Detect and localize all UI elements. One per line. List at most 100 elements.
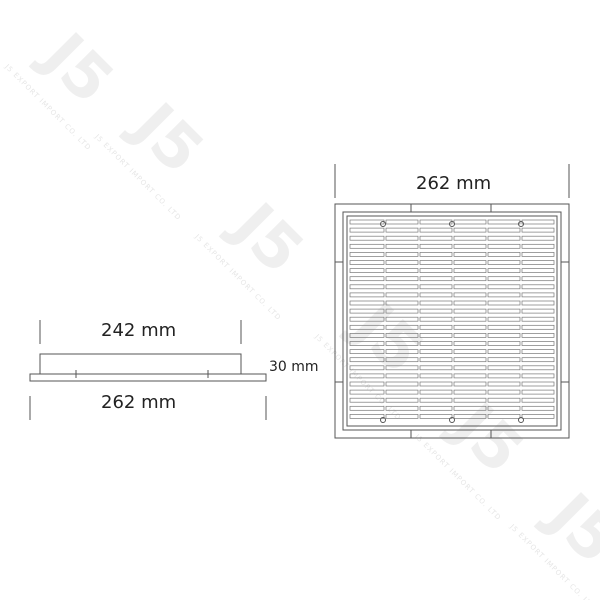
grille-slot (349, 276, 385, 282)
grille-slot (419, 276, 453, 282)
grille-slot (521, 308, 555, 314)
grille-slot (521, 292, 555, 298)
grille-slot (453, 381, 487, 387)
grille-slot (487, 397, 521, 403)
grille-slot (349, 397, 385, 403)
grille-slot (349, 316, 385, 322)
grille-slot (521, 414, 555, 419)
grille-slot (385, 252, 419, 257)
grille-slot (385, 373, 419, 379)
grille-slot (385, 292, 419, 298)
grille-slot (487, 227, 521, 233)
grille-slot (487, 316, 521, 322)
grille-slot (385, 284, 419, 290)
grille-slot (453, 357, 487, 363)
side-view-height-label: 30 mm (269, 359, 319, 375)
grille-slot (349, 414, 385, 419)
grille-slot (419, 341, 453, 346)
grille-slot (349, 235, 385, 241)
grille-slot (419, 235, 453, 241)
grille-slot (419, 357, 453, 363)
grille-slot (349, 365, 385, 371)
grille-slot (349, 389, 385, 395)
grille-slot (521, 284, 555, 290)
grille-slot (385, 316, 419, 322)
grille-slot (487, 365, 521, 371)
grille-slot (385, 268, 419, 273)
grille-slot (385, 276, 419, 282)
grille-slot (385, 397, 419, 403)
grille-slot (349, 324, 385, 330)
grille-slot (487, 357, 521, 363)
grille-slot (521, 276, 555, 282)
grille-slot (385, 389, 419, 395)
grille-slot (487, 252, 521, 257)
screw-hole (518, 417, 524, 423)
grille-slot (349, 284, 385, 290)
screw-hole (449, 417, 455, 423)
grille-slot (487, 219, 521, 225)
grille-slot (487, 405, 521, 411)
grille-slot (487, 349, 521, 354)
grille-slot (349, 243, 385, 249)
screw-holes (380, 221, 524, 423)
grille-slot (453, 405, 487, 411)
grille-slot (349, 308, 385, 314)
grille-slot (419, 260, 453, 265)
grille-slot (487, 341, 521, 346)
grille-slot (453, 316, 487, 322)
grille-slot (487, 308, 521, 314)
grille-slot (487, 268, 521, 273)
grille-slot (385, 324, 419, 330)
grille-slot (487, 292, 521, 298)
grille-slot (385, 381, 419, 387)
grille-slot (453, 333, 487, 338)
grille-slot (453, 389, 487, 395)
frame-outer (334, 203, 570, 439)
grille-slot (385, 235, 419, 241)
grille-slot (349, 260, 385, 265)
grille-slot (385, 405, 419, 411)
grille-slot (453, 260, 487, 265)
grille-slot (419, 405, 453, 411)
top-view-width-label: 262 mm (416, 173, 492, 194)
grille-slot (419, 268, 453, 273)
grille-slot (521, 243, 555, 249)
grille-slot (487, 260, 521, 265)
grille-slot (419, 292, 453, 298)
grille-slot (419, 324, 453, 330)
frame-inner (342, 211, 562, 431)
grille-slot (453, 276, 487, 282)
grille-slot (419, 316, 453, 322)
grille-slot (419, 333, 453, 338)
grille-slot (487, 324, 521, 330)
grille-slot (521, 316, 555, 322)
grille-slot (419, 308, 453, 314)
grille-slot (419, 397, 453, 403)
grille-slot (487, 414, 521, 419)
grille-slot (453, 365, 487, 371)
grille-slot (453, 292, 487, 298)
grille-slot (385, 414, 419, 419)
grille-slot (419, 373, 453, 379)
grille-slot (385, 308, 419, 314)
grille-slot (419, 300, 453, 306)
grille-slot (521, 373, 555, 379)
side-view-bottom-width-label: 262 mm (101, 392, 177, 413)
grille-slot (349, 349, 385, 354)
grille-slot (521, 357, 555, 363)
grille-slot (521, 397, 555, 403)
grille-slot (385, 365, 419, 371)
grille-slot (521, 381, 555, 387)
grille-slot (385, 243, 419, 249)
grille-slot (385, 300, 419, 306)
grille-slot (521, 260, 555, 265)
grille-slot (453, 243, 487, 249)
grille-slot (419, 365, 453, 371)
grille-slot (349, 300, 385, 306)
grille-slot (521, 219, 555, 225)
grille-slot (521, 341, 555, 346)
grille-slot (521, 235, 555, 241)
